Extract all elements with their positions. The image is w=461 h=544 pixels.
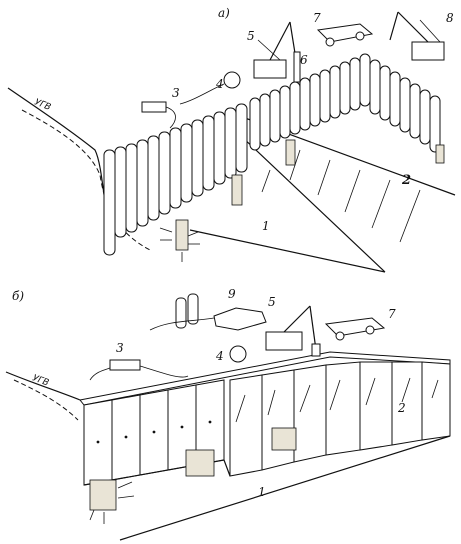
water-arrows-b [89, 481, 135, 524]
water-arrows-a [159, 227, 200, 262]
panel-a: а) [7, 6, 456, 273]
panel-b-letter: б) [12, 289, 24, 303]
wall-panels-back [229, 361, 451, 477]
groundwater-line-b [13, 379, 79, 421]
pump-unit-3b [109, 359, 141, 371]
callout-b-5: 5 [268, 295, 276, 309]
panel-b: б) [5, 287, 451, 541]
trench-soil-b3 [271, 427, 297, 451]
truck-7b [324, 317, 386, 341]
bore-soil-a4 [435, 144, 445, 164]
hose-4 [179, 83, 225, 105]
callout-b-4: 4 [215, 349, 224, 363]
bore-soil-a1 [175, 219, 189, 251]
truck-7 [316, 23, 374, 47]
bore-soil-a3 [285, 139, 296, 166]
callout-b-7: 7 [388, 307, 396, 321]
callout-a-2: 2 [401, 173, 411, 188]
pump-unit-3 [141, 101, 167, 113]
mixer-unit-4 [223, 71, 241, 89]
pile-row-front [103, 103, 248, 256]
callout-a-4: 4 [215, 77, 224, 91]
trench-soil-b1 [89, 479, 117, 511]
casing-pipe-6 [293, 51, 301, 83]
bore-soil-a2 [231, 174, 243, 206]
callout-a-5: 5 [247, 29, 255, 43]
ground-edge-b [5, 371, 81, 401]
hose-3b [89, 365, 189, 381]
callout-b-9: 9 [228, 287, 236, 301]
callout-b-3: 3 [116, 341, 124, 355]
panel-dots [96, 420, 212, 444]
excavation-hatch-b [235, 377, 439, 423]
water-level-label-b: УГВ [31, 373, 50, 388]
hose-3 [165, 106, 176, 129]
callout-b-1: 1 [258, 485, 266, 499]
panel-a-letter: а) [218, 6, 230, 20]
trench-soil-b2 [185, 449, 215, 477]
drilling-rig-5 [253, 21, 299, 79]
silos-9 [149, 293, 267, 331]
callout-a-7: 7 [313, 11, 321, 25]
callout-b-2: 2 [397, 401, 406, 415]
crane-8 [389, 11, 445, 61]
water-level-label-a: УГВ [33, 98, 52, 114]
grab-rig-5 [265, 305, 321, 357]
callout-a-8: 8 [446, 11, 454, 25]
pile-row-rear [249, 53, 441, 153]
callout-a-3: 3 [172, 86, 180, 100]
ground-edge-left [7, 87, 107, 211]
callout-a-6: 6 [300, 53, 308, 67]
mixer-unit-4b [229, 345, 247, 363]
callout-a-1: 1 [262, 219, 270, 233]
